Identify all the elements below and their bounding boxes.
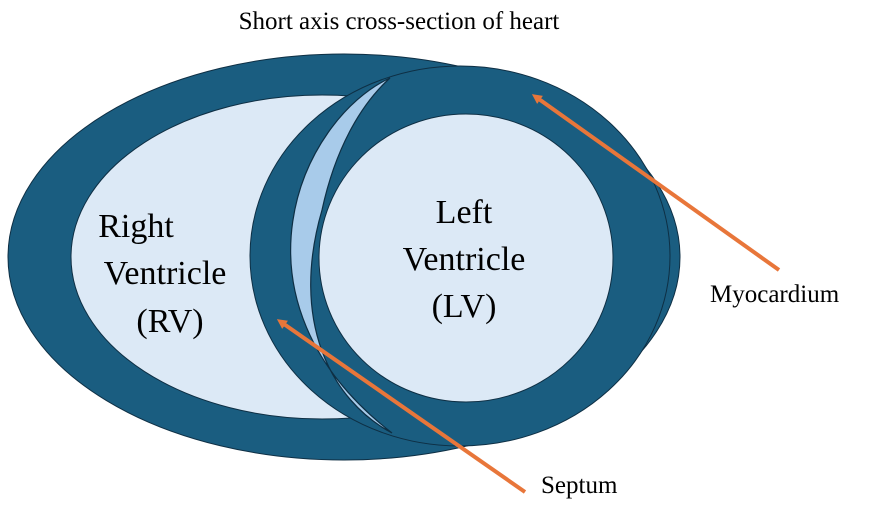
lv-label-line-2: Ventricle <box>403 241 526 278</box>
myocardium-annotation: Myocardium <box>710 281 840 308</box>
diagram-title: Short axis cross-section of heart <box>239 8 560 35</box>
rv-label-line-2: Ventricle <box>104 255 227 292</box>
left-ventricle-cavity <box>318 113 614 403</box>
lv-label-line-1: Left <box>436 194 493 231</box>
myocardium-arrow <box>531 94 781 272</box>
septum-annotation: Septum <box>541 472 618 499</box>
rv-label-line-3: (RV) <box>136 303 203 340</box>
rv-label-line-1: Right <box>98 208 174 245</box>
lv-label-line-3: (LV) <box>432 288 497 325</box>
septum-arrow <box>276 319 527 494</box>
